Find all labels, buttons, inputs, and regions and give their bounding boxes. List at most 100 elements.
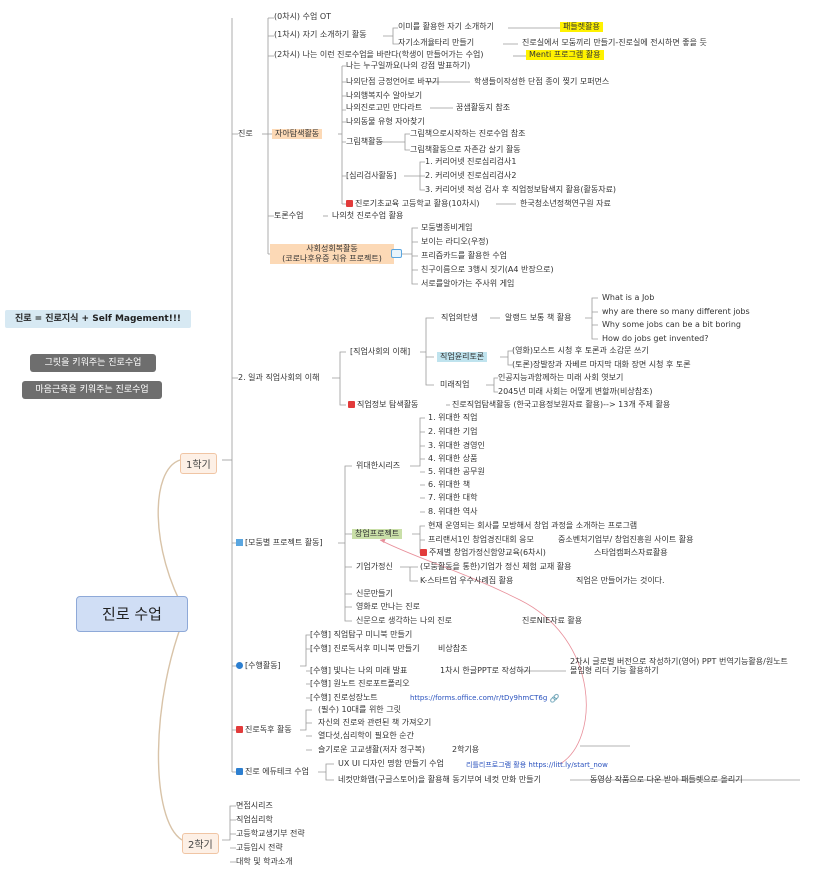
reading-item-2[interactable]: 자신의 진로와 관련된 책 가져오기 bbox=[318, 718, 432, 727]
side-pill-grit[interactable]: 그릿을 키워주는 진로수업 bbox=[30, 354, 156, 372]
node-intro-b[interactable]: 자기소개율타리 만들기 bbox=[398, 38, 475, 47]
social-item-5[interactable]: 서로를알아가는 주사위 게임 bbox=[421, 279, 515, 288]
node-work-understand[interactable]: [직업사회의 이해] bbox=[350, 347, 411, 356]
psych-item-2[interactable]: 2. 커리어넷 진로심리검사2 bbox=[425, 171, 517, 180]
self-item-4[interactable]: 나의진로고민 만다라트 bbox=[346, 103, 423, 112]
self-item-2[interactable]: 나의단점 긍정언어로 바꾸기 bbox=[346, 77, 440, 86]
spirit-item-1[interactable]: (모둠활동을 통한)기업가 정신 체험 교재 활용 bbox=[420, 562, 572, 571]
root-node[interactable]: 진로 수업 bbox=[76, 596, 188, 632]
perf-form-link[interactable]: https://forms.office.com/r/tDy9hmCT6g 🔗 bbox=[410, 693, 562, 704]
great-item-8[interactable]: 8. 위대한 역사 bbox=[428, 507, 478, 516]
startup-item-1[interactable]: 현재 운영되는 회사를 모방해서 창업 과정을 소개하는 프로그램 bbox=[428, 521, 638, 530]
node-entrepreneur[interactable]: 기업가정신 bbox=[356, 562, 393, 571]
edutech-item-1[interactable]: UX UI 디자인 명함 만들기 수업 bbox=[338, 759, 444, 768]
great-item-5[interactable]: 5. 위대한 공무원 bbox=[428, 467, 485, 476]
great-item-7[interactable]: 7. 위대한 대학 bbox=[428, 493, 478, 502]
great-item-1[interactable]: 1. 위대한 직업 bbox=[428, 413, 478, 422]
great-item-4[interactable]: 4. 위대한 상품 bbox=[428, 454, 478, 463]
future-item-1[interactable]: 인공지능과함께하는 미래 사회 엿보기 bbox=[498, 373, 624, 382]
tag-padlet: 패들렛활용 bbox=[560, 22, 603, 32]
great-item-2[interactable]: 2. 위대한 기업 bbox=[428, 427, 478, 436]
note-edutech-1[interactable]: 리틀리프로그램 활용 https://litt.ly/start_now bbox=[466, 761, 608, 769]
node-job-birth[interactable]: 직업의탄생 bbox=[441, 313, 478, 322]
ethics-item-2[interactable]: (토론)장발장과 자베르 마지막 대화 장면 시청 후 토론 bbox=[512, 360, 691, 369]
node-highschool-label: 진로기초교육 고등학교 활용(10차시) bbox=[355, 199, 480, 208]
social-item-1[interactable]: 모둠별종비게임 bbox=[421, 223, 473, 232]
node-job-ethics[interactable]: 직업윤리토론 bbox=[437, 352, 488, 362]
branch-work[interactable]: 2. 일과 직업사회의 이해 bbox=[238, 373, 320, 382]
node-intro[interactable]: (1차시) 자기 소개하기 활동 bbox=[274, 30, 367, 39]
social-item-4[interactable]: 친구이름으로 3행시 짓기(A4 반장으로) bbox=[421, 265, 554, 274]
note-self-item-2: 학생들이작성한 단점 종이 찢기 모퍼먼스 bbox=[474, 77, 610, 86]
reading-item-1[interactable]: (필수) 10대를 위한 그릿 bbox=[318, 705, 401, 714]
branch-edutech[interactable]: 진로 에듀테크 수업 bbox=[236, 767, 309, 777]
node-job-search-label: 직업정보 탐색활동 bbox=[357, 400, 419, 409]
note-perf-2: 비상참조 bbox=[438, 644, 468, 653]
reading-item-4[interactable]: 슬기로운 고교생활(저자 정구복) bbox=[318, 745, 426, 754]
reading-item-3[interactable]: 열다섯,심리학이 필요한 순간 bbox=[318, 731, 414, 740]
s2-item-2[interactable]: 직업심리학 bbox=[236, 815, 273, 824]
note-perf-3: 1차시 한글PPT로 작성하기 bbox=[440, 666, 531, 675]
person-icon bbox=[236, 662, 243, 669]
node-startup[interactable]: 창업프로젝트 bbox=[352, 529, 403, 539]
node-self-explore[interactable]: 자아탐색활동 bbox=[272, 129, 323, 139]
node-debate[interactable]: 토론수업 bbox=[274, 211, 304, 220]
perf-item-3[interactable]: [수행] 빛나는 나의 미래 발표 bbox=[310, 666, 408, 675]
node-class2[interactable]: (2차시) 나는 이런 진로수업을 바란다(학생이 만들어가는 수업) bbox=[274, 50, 484, 59]
link-icon: 🔗 bbox=[549, 694, 560, 703]
great-item-6[interactable]: 6. 위대한 책 bbox=[428, 480, 471, 489]
branch-project-label: [모둠별 프로젝트 활동] bbox=[245, 538, 323, 547]
note-startup-2: 중소벤처기업부/ 창업진흥원 사이트 활용 bbox=[558, 535, 694, 544]
perf-item-2[interactable]: [수행] 진로독서후 미니북 만들기 bbox=[310, 644, 420, 653]
edutech-item-2[interactable]: 네컷만화앱(구글스토어)을 활용해 동기부여 네컷 만화 만들기 bbox=[338, 775, 541, 784]
branch-reading[interactable]: 진로독후 활동 bbox=[236, 725, 292, 735]
great-item-3[interactable]: 3. 위대한 경영인 bbox=[428, 441, 485, 450]
social-item-2[interactable]: 보이는 라디오(우정) bbox=[421, 237, 489, 246]
birth-item-2[interactable]: why are there so many different jobs bbox=[602, 307, 750, 316]
social-item-3[interactable]: 프리즘카드를 활용한 수업 bbox=[421, 251, 508, 260]
startup-item-3-label: 주제별 창업가정신함양교육(6차시) bbox=[429, 548, 546, 557]
term-1-node[interactable]: 1학기 bbox=[180, 453, 217, 474]
picture-item-2[interactable]: 그림책활동으로 자존감 살기 활동 bbox=[410, 145, 521, 154]
s2-item-3[interactable]: 고등학교생기부 전략 bbox=[236, 829, 305, 838]
term-2-node[interactable]: 2학기 bbox=[182, 833, 219, 854]
node-highschool[interactable]: 진로기초교육 고등학교 활용(10차시) bbox=[346, 199, 480, 209]
s2-item-4[interactable]: 고등입시 전략 bbox=[236, 843, 283, 852]
note-job-search: 진로직업탐색활동 (한국고용정보원자료 활용)--> 13개 주제 활용 bbox=[452, 400, 671, 409]
node-job-search[interactable]: 직업정보 탐색활동 bbox=[348, 400, 418, 410]
psych-item-1[interactable]: 1. 커리어넷 진로심리검사1 bbox=[425, 157, 517, 166]
birth-item-4[interactable]: How do jobs get invented? bbox=[602, 334, 709, 343]
news-item-1[interactable]: 신문만들기 bbox=[356, 589, 393, 598]
perf-item-5[interactable]: [수행] 진로성장노트 bbox=[310, 693, 378, 702]
birth-item-1[interactable]: What is a Job bbox=[602, 293, 655, 302]
startup-item-2[interactable]: 프리랜서1인 창업경진대회 응모 bbox=[428, 535, 534, 544]
self-item-1[interactable]: 나는 누구일까요(나의 강점 발표하기) bbox=[346, 61, 471, 70]
news-item-2[interactable]: 영화로 만나는 진로 bbox=[356, 602, 420, 611]
node-picture-book[interactable]: 그림책활동 bbox=[346, 137, 383, 146]
birth-item-3[interactable]: Why some jobs can be a bit boring bbox=[602, 320, 741, 329]
node-ot[interactable]: (0차시) 수업 OT bbox=[274, 12, 332, 21]
startup-item-3[interactable]: 주제별 창업가정신함양교육(6차시) bbox=[420, 548, 546, 558]
news-item-3[interactable]: 신문으로 생각하는 나의 진로 bbox=[356, 616, 452, 625]
picture-item-1[interactable]: 그림책으로시작하는 진로수업 참조 bbox=[410, 129, 526, 138]
spirit-item-2[interactable]: K-스타트업 우수사례집 활용 bbox=[420, 576, 514, 585]
s2-item-5[interactable]: 대학 및 학과소개 bbox=[236, 857, 293, 866]
psych-item-3[interactable]: 3. 커리어넷 적성 검사 후 직업정보탐색지 활용(활동자료) bbox=[425, 185, 617, 194]
node-great-series[interactable]: 위대한시리즈 bbox=[356, 461, 401, 470]
branch-project[interactable]: [모둠별 프로젝트 활동] bbox=[236, 538, 323, 548]
branch-jinro[interactable]: 진로 bbox=[238, 129, 253, 138]
node-social[interactable]: 사회성회복활동 (코로나후유증 치유 프로젝트) bbox=[270, 244, 394, 264]
perf-item-1[interactable]: [수행] 직업탐구 미니북 만들기 bbox=[310, 630, 413, 639]
node-intro-a[interactable]: 이미를 활용한 자기 소개하기 bbox=[398, 22, 494, 31]
s2-item-1[interactable]: 면접시리즈 bbox=[236, 801, 273, 810]
perf-item-4[interactable]: [수행] 원노트 진로포트폴리오 bbox=[310, 679, 410, 688]
side-pill-mind[interactable]: 마음근육을 키워주는 진로수업 bbox=[22, 381, 162, 399]
node-psych-test[interactable]: [심리검사활동] bbox=[346, 171, 397, 180]
note-news: 진로NIE자료 활용 bbox=[522, 616, 583, 625]
self-item-5[interactable]: 나의동물 유형 자아찾기 bbox=[346, 117, 425, 126]
future-item-2[interactable]: 2045년 미래 사회는 어떻게 변할까(비상참조) bbox=[498, 387, 653, 396]
self-item-3[interactable]: 나의행복지수 알아보기 bbox=[346, 91, 423, 100]
branch-performance[interactable]: [수행활동] bbox=[236, 661, 281, 671]
node-future-job[interactable]: 미래직업 bbox=[440, 380, 470, 389]
ethics-item-1[interactable]: (영화)모스트 시청 후 토론과 소감문 쓰기 bbox=[512, 346, 649, 355]
